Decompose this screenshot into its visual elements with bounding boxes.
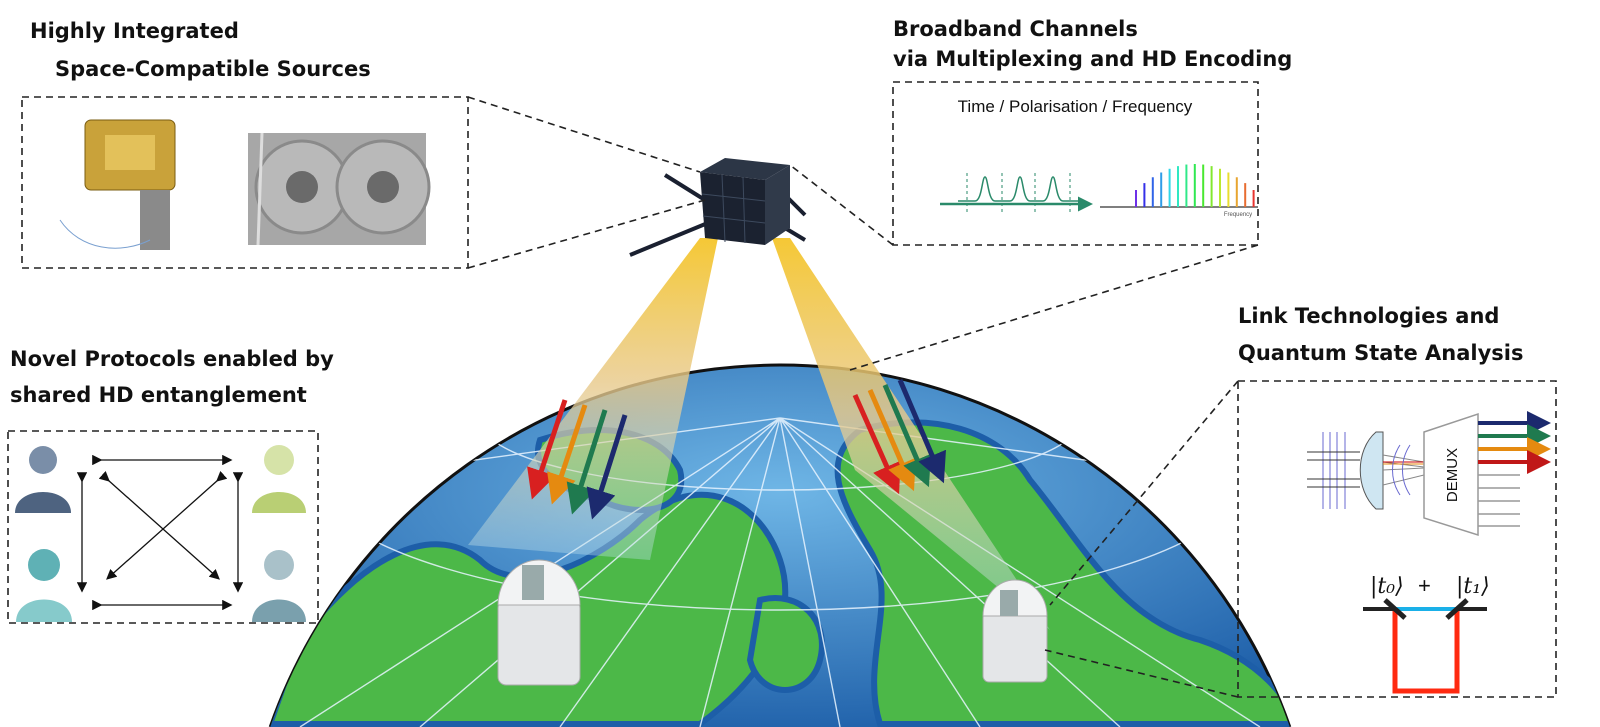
time-bin-pulses-graphic	[940, 173, 1093, 212]
user-avatar-man	[15, 446, 71, 513]
frequency-axis-label: Frequency	[1224, 212, 1252, 218]
link-panel	[1237, 380, 1557, 698]
ground-telescope-left	[497, 559, 581, 686]
link-title-line1: Link Technologies and	[1238, 304, 1499, 328]
broadband-panel	[892, 81, 1259, 246]
downlink-beam-right	[772, 238, 1050, 630]
sources-panel	[21, 96, 469, 269]
wavelength-arrows-left	[527, 399, 628, 520]
state-t0: |t₀⟩	[1370, 574, 1404, 599]
wavelength-arrows-right	[852, 379, 946, 495]
state-t1: |t₁⟩	[1456, 574, 1490, 599]
entanglement-arrows	[76, 454, 244, 611]
broadband-title-line1: Broadband Channels	[893, 17, 1138, 41]
sources-title-line1: Highly Integrated	[30, 19, 239, 43]
time-bin-interferometer: |t₀⟩ + |t₁⟩	[1363, 573, 1490, 694]
microring-resonator-image	[248, 132, 431, 246]
frequency-comb-graphic: Frequency	[1100, 164, 1258, 218]
broadband-leader-lines	[789, 164, 1259, 371]
satellite	[629, 158, 807, 257]
link-title-line2: Quantum State Analysis	[1238, 341, 1524, 365]
user-avatar-woman-teal	[16, 549, 72, 622]
protocols-title-line1: Novel Protocols enabled by	[10, 347, 334, 371]
demux-label: DEMUX	[1444, 448, 1461, 502]
user-avatar-man-glasses	[252, 550, 306, 622]
earth-globe	[268, 363, 1292, 727]
broadband-title-line2: via Multiplexing and HD Encoding	[893, 47, 1292, 71]
integrated-source-device-photo	[59, 119, 176, 250]
plus-sign: +	[1418, 573, 1431, 598]
protocols-title-line2: shared HD entanglement	[10, 383, 307, 407]
encoding-subtitle: Time / Polarisation / Frequency	[958, 97, 1193, 116]
ground-telescope-right	[982, 579, 1048, 683]
demux-output-arrows	[1478, 411, 1551, 474]
sources-leader-lines	[467, 96, 706, 269]
receiver-optics-graphic: DEMUX	[1307, 411, 1551, 537]
user-avatar-woman-blonde	[252, 445, 306, 513]
sources-title-line2: Space-Compatible Sources	[55, 57, 371, 81]
link-leader-lines	[1044, 380, 1239, 698]
